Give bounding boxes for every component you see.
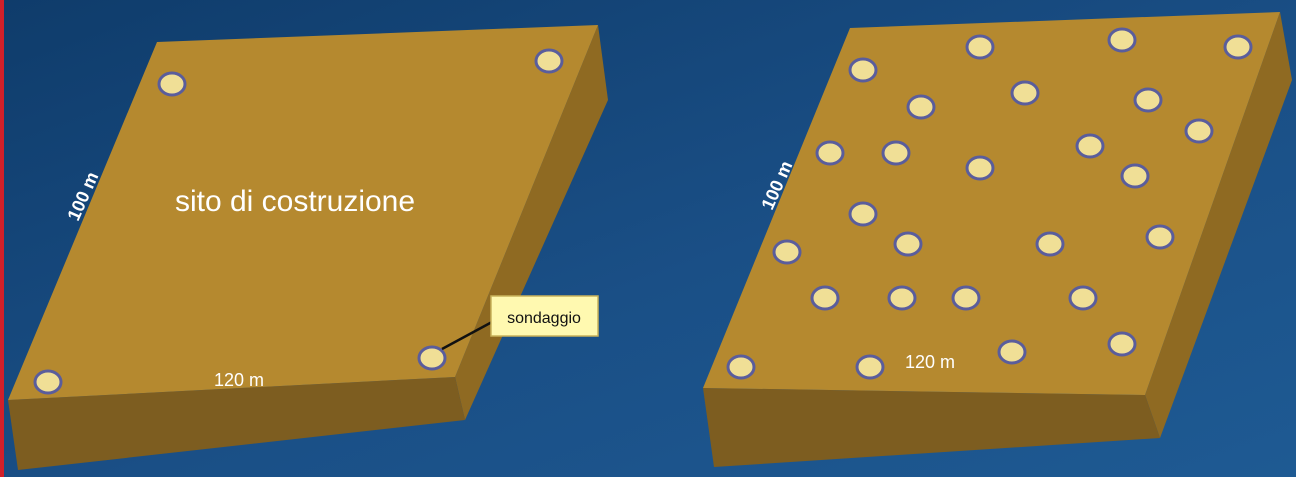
borehole [1035, 231, 1065, 257]
borehole [893, 231, 923, 257]
right-slab-top [703, 12, 1280, 395]
right-holes [726, 27, 1253, 380]
borehole [1133, 87, 1163, 113]
borehole [965, 34, 995, 60]
borehole [33, 369, 63, 395]
left-site-slab: sito di costruzione 100 m 120 m sondaggi… [8, 25, 608, 470]
borehole [1068, 285, 1098, 311]
left-title: sito di costruzione [175, 185, 415, 218]
borehole [951, 285, 981, 311]
borehole [810, 285, 840, 311]
borehole [906, 94, 936, 120]
callout-label: sondaggio [507, 310, 581, 327]
borehole [887, 285, 917, 311]
borehole [881, 140, 911, 166]
left-holes [33, 48, 564, 395]
borehole [848, 201, 878, 227]
right-slab-front [703, 388, 1160, 467]
red-edge-accent [0, 0, 4, 477]
borehole [157, 71, 187, 97]
borehole [1107, 27, 1137, 53]
left-slab-front [8, 377, 465, 470]
borehole [772, 239, 802, 265]
borehole [815, 140, 845, 166]
borehole [1145, 224, 1175, 250]
borehole [726, 354, 756, 380]
left-slab-top [8, 25, 598, 400]
borehole [1184, 118, 1214, 144]
borehole [855, 354, 885, 380]
borehole [997, 339, 1027, 365]
borehole [1075, 133, 1105, 159]
borehole [1010, 80, 1040, 106]
borehole [1120, 163, 1150, 189]
callout-leader [441, 320, 493, 351]
borehole [1223, 34, 1253, 60]
borehole [1107, 331, 1137, 357]
right-width-label: 120 m [905, 352, 955, 372]
borehole [417, 345, 447, 371]
borehole [965, 155, 995, 181]
callout-box [490, 295, 599, 337]
left-width-label: 120 m [214, 370, 264, 390]
borehole [848, 57, 878, 83]
right-site-slab: 100 m 120 m [703, 12, 1292, 467]
right-slab-side [1145, 12, 1292, 438]
borehole [534, 48, 564, 74]
